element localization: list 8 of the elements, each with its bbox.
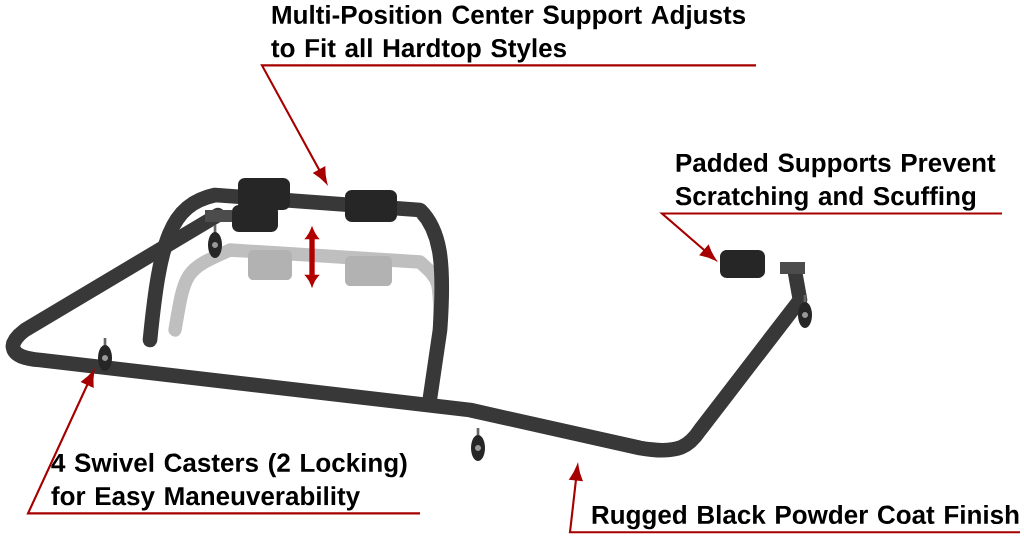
- callout-text: 4 Swivel Casters (2 Locking) for Easy Maneuverability: [51, 452, 407, 511]
- callout-text: Rugged Black Powder Coat Finish: [592, 504, 1019, 530]
- callout-text: Multi-Position Center Support Adjusts to Fit all Hardtop Styles: [271, 4, 746, 63]
- leader-line: [659, 212, 1002, 261]
- leader-line: [260, 64, 756, 184]
- leader-line: [26, 370, 420, 515]
- callout-text: Padded Supports Prevent Scratching and Scuffing: [675, 152, 996, 211]
- leader-line: [568, 465, 1020, 534]
